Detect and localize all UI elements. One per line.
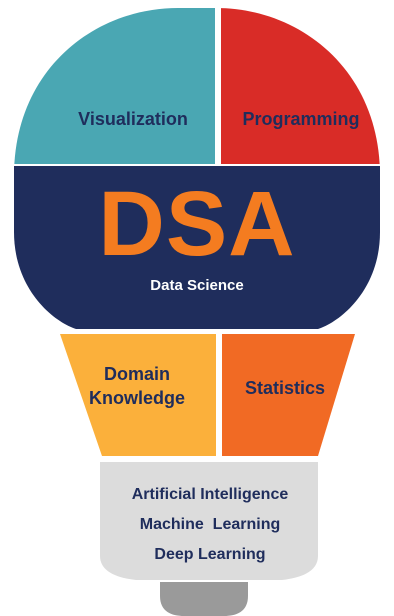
programming-segment <box>221 8 380 164</box>
base-text-list: Artificial Intelligence Machine Learning… <box>100 480 320 570</box>
bulb-cap <box>160 582 248 616</box>
machine-learning-label: Machine Learning <box>139 516 281 533</box>
deep-learning-label: Deep Learning <box>154 546 266 563</box>
visualization-label: Visualization <box>78 109 188 129</box>
statistics-label: Statistics <box>244 378 326 398</box>
artificial-intelligence-label: Artificial Intelligence <box>131 486 289 503</box>
dsa-acronym: DSA <box>98 173 296 275</box>
visualization-segment <box>14 8 215 164</box>
data-science-label: Data Science <box>150 277 244 294</box>
programming-label: Programming <box>242 109 360 129</box>
domain-knowledge-segment <box>60 334 216 456</box>
bulb-base <box>100 462 318 580</box>
domain-knowledge-label: Domain Knowledge <box>88 364 185 408</box>
data-science-band <box>14 166 380 329</box>
statistics-segment <box>222 334 355 456</box>
